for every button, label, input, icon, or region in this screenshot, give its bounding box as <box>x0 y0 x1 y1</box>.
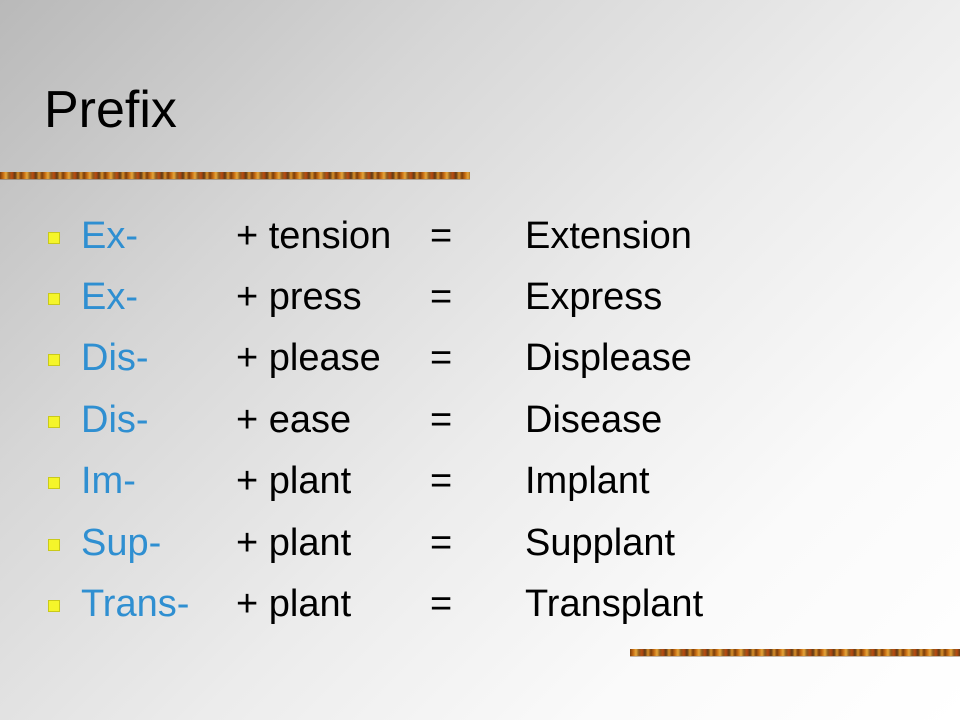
root-text: + please <box>236 337 381 379</box>
footer-divider <box>630 649 960 656</box>
prefix-text: Dis- <box>81 337 149 379</box>
list-item: Sup- + plant = Supplant <box>0 513 960 573</box>
bullet-square-icon <box>48 232 60 244</box>
result-word: Extension <box>525 215 692 257</box>
root-text: + tension <box>236 215 392 257</box>
result-word: Implant <box>525 460 650 502</box>
bullet-square-icon <box>48 600 60 612</box>
root-text: + plant <box>236 583 352 625</box>
bullet-square-icon <box>48 477 60 489</box>
root-text: + press <box>236 276 362 318</box>
bullet-square-icon <box>48 293 60 305</box>
bullet-square-icon <box>48 354 60 366</box>
result-word: Transplant <box>525 583 704 625</box>
result-word: Express <box>525 276 663 318</box>
list-item: Trans- + plant = Transplant <box>0 574 960 634</box>
root-text: + ease <box>236 399 352 441</box>
prefix-text: Trans- <box>81 583 190 625</box>
equals-sign: = <box>430 215 453 257</box>
equals-sign: = <box>430 337 453 379</box>
bullet-square-icon <box>48 416 60 428</box>
prefix-text: Dis- <box>81 399 149 441</box>
prefix-text: Ex- <box>81 215 138 257</box>
equals-sign: = <box>430 399 453 441</box>
equals-sign: = <box>430 522 453 564</box>
prefix-text: Im- <box>81 460 136 502</box>
equals-sign: = <box>430 460 453 502</box>
result-word: Disease <box>525 399 663 441</box>
equals-sign: = <box>430 583 453 625</box>
slide-title: Prefix <box>44 81 177 139</box>
equals-sign: = <box>430 276 453 318</box>
result-word: Supplant <box>525 522 676 564</box>
list-item: Dis- + ease = Disease <box>0 390 960 450</box>
bullet-square-icon <box>48 539 60 551</box>
prefix-text: Sup- <box>81 522 162 564</box>
list-item: Ex- + tension = Extension <box>0 206 960 266</box>
list-item: Dis- + please = Displease <box>0 328 960 388</box>
list-item: Ex- + press = Express <box>0 267 960 327</box>
title-divider <box>0 172 470 179</box>
result-word: Displease <box>525 337 692 379</box>
list-item: Im- + plant = Implant <box>0 451 960 511</box>
prefix-text: Ex- <box>81 276 138 318</box>
root-text: + plant <box>236 460 352 502</box>
root-text: + plant <box>236 522 352 564</box>
